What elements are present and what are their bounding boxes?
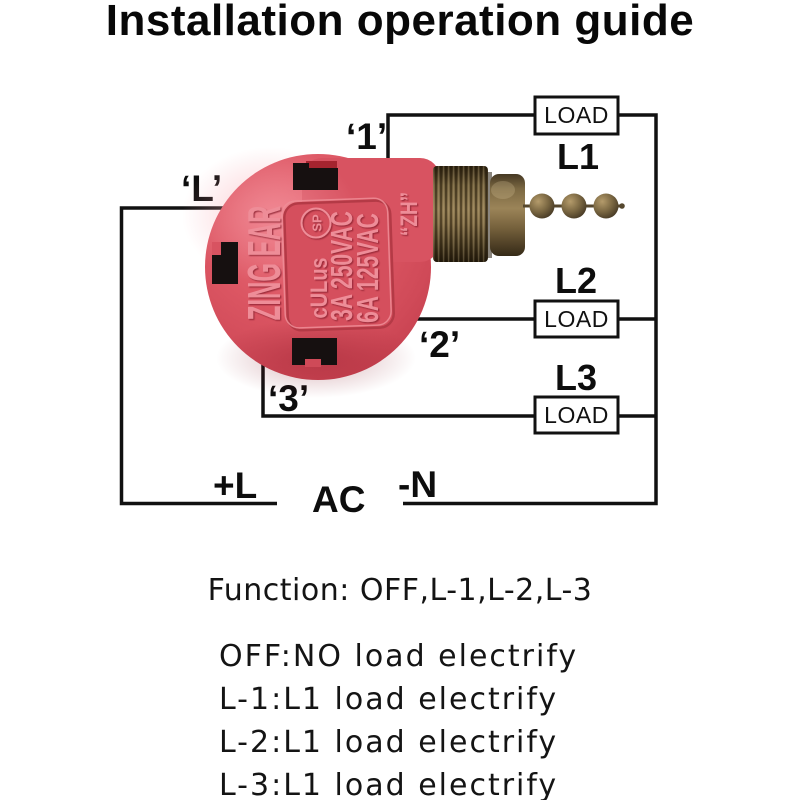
label-power-neutral: -N <box>398 464 437 505</box>
terminal-1-tab <box>306 161 337 171</box>
terminal-1-contact <box>293 168 338 190</box>
page-title: Installation operation guide <box>105 0 695 45</box>
load-box-1 <box>533 95 620 136</box>
face-plate-recess <box>283 199 395 332</box>
cert-circle-icon <box>300 207 332 239</box>
chain-bead-2 <box>561 193 587 219</box>
function-summary: Function: OFF,L-1,L-2,L-3 <box>207 573 593 608</box>
chain-bead-1 <box>529 193 555 219</box>
stem-knurl-ridges <box>433 166 488 262</box>
switch-face-plate <box>280 197 395 332</box>
instruction-line-l2: L-2:L1 load electrify <box>219 725 559 760</box>
label-line-L2: L2 <box>555 260 597 301</box>
instruction-list: OFF:NO load electrify L-1:L1 load electr… <box>219 635 578 800</box>
load-boxes: LOAD LOAD LOAD <box>533 95 620 435</box>
instruction-line-l1: L-1:L1 load electrify <box>219 682 559 717</box>
switch-markings: ZING EAR 3A 250VAC 6A 125VAC cULus SP “Z… <box>239 192 423 323</box>
switch-terminals <box>212 161 338 367</box>
load-box-2-label: LOAD <box>544 306 609 332</box>
load-box-1-label: LOAD <box>544 102 609 128</box>
load-box-3 <box>533 395 620 435</box>
pull-chain-switch: ZING EAR 3A 250VAC 6A 125VAC cULus SP “Z… <box>182 147 625 398</box>
load-box-2 <box>533 299 620 339</box>
instruction-line-l3: L-3:L1 load electrify <box>219 768 559 800</box>
label-line-L3: L3 <box>555 357 597 398</box>
face-plate-ridge <box>280 197 392 329</box>
terminal-1-step <box>293 163 309 170</box>
terminal-3-notch <box>305 359 321 367</box>
model-marking: “ZH” <box>396 192 423 236</box>
label-power-live: +L <box>213 465 257 506</box>
cert-circle-marking: SP <box>310 214 325 232</box>
chain-bead-3 <box>593 193 619 219</box>
load-box-3-label: LOAD <box>544 402 609 428</box>
chain-end-pin <box>619 203 625 209</box>
brand-marking: ZING EAR <box>239 206 291 321</box>
wire-live-L <box>119 206 277 506</box>
instruction-line-off: OFF:NO load electrify <box>219 639 579 674</box>
label-terminal-1: ‘1’ <box>346 116 387 157</box>
rating-2-marking: 6A 125VAC <box>350 213 385 323</box>
label-line-L1: L1 <box>557 136 599 177</box>
stem-ring <box>486 172 492 258</box>
stem-cap-highlight <box>491 181 515 199</box>
wiring-diagram: LOAD LOAD LOAD ‘L’ ‘1’ ‘2’ ‘3’ L1 L2 L3 … <box>119 95 658 520</box>
label-terminal-2: ‘2’ <box>419 324 460 365</box>
wire-neutral-return <box>403 113 658 506</box>
stem-cap <box>490 174 525 256</box>
switch-stem <box>433 166 625 262</box>
ul-cert-marking: cULus <box>305 257 332 318</box>
label-power-ac: AC <box>312 479 365 520</box>
terminal-L-notch <box>212 242 221 255</box>
